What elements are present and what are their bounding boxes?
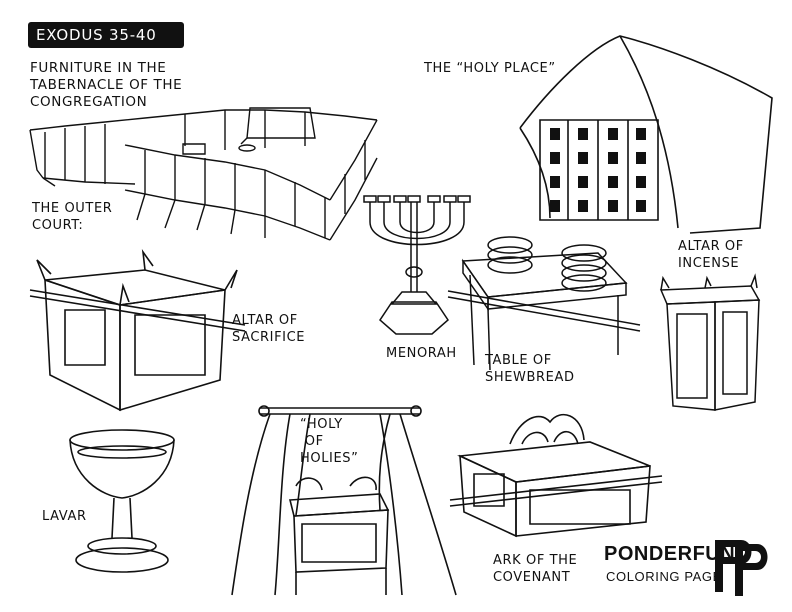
ark-of-covenant-illustration <box>450 404 665 542</box>
holy-place-tent-illustration <box>510 28 780 238</box>
label-table-of-shewbread: TABLE OF SHEWBREAD <box>485 353 575 385</box>
lavar-illustration <box>62 428 182 578</box>
outer-court-illustration <box>25 100 390 250</box>
altar-of-incense-illustration <box>655 278 765 413</box>
label-holy-place: THE “HOLY PLACE” <box>424 61 556 76</box>
table-of-shewbread-illustration <box>448 225 648 375</box>
label-outer-court: THE OUTER COURT: <box>32 201 113 233</box>
label-altar-of-sacrifice: ALTAR OF SACRIFICE <box>232 313 306 345</box>
label-holy-of-holies: “HOLY OF HOLIES” <box>300 417 359 466</box>
label-altar-of-incense: ALTAR OF INCENSE <box>678 239 744 271</box>
brand-name: PONDERFUN <box>604 543 736 565</box>
title-badge-text: EXODUS 35-40 <box>36 26 157 44</box>
page-heading: FURNITURE IN THE TABERNACLE OF THE CONGR… <box>30 60 183 110</box>
altar-of-sacrifice-illustration <box>25 250 250 415</box>
label-lavar: LAVAR <box>42 509 87 524</box>
holy-of-holies-illustration <box>230 390 460 602</box>
label-menorah: MENORAH <box>386 346 457 361</box>
ponderfun-logo-icon <box>715 540 768 596</box>
title-badge: EXODUS 35-40 <box>28 22 184 48</box>
menorah-illustration <box>362 192 472 342</box>
brand-subtitle: COLORING PAGE <box>606 569 722 584</box>
label-ark-of-covenant: ARK OF THE COVENANT <box>493 553 578 585</box>
